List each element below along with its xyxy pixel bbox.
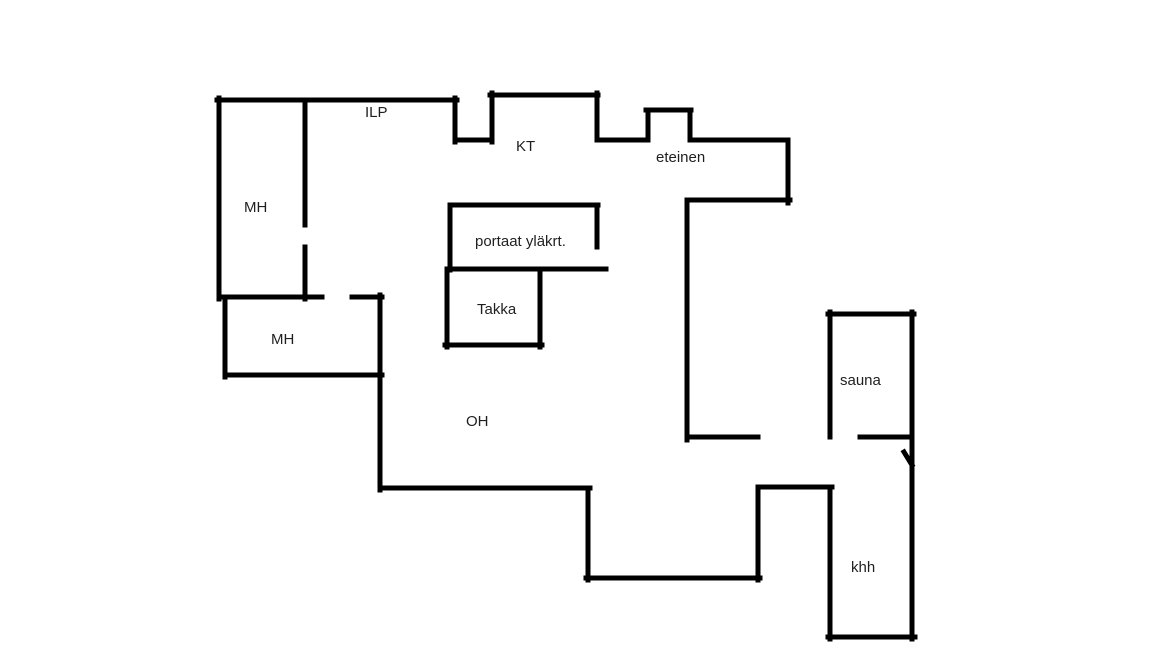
room-label-oh: OH [466,413,489,430]
room-label-mh-lower: MH [271,331,295,348]
room-label-ilp: ILP [365,104,388,121]
room-label-khh: khh [851,559,876,576]
room-label-eteinen: eteinen [656,149,706,166]
room-label-mh-upper: MH [244,199,268,216]
room-label-takka: Takka [477,301,517,318]
room-label-sauna: sauna [840,372,881,389]
room-label-kt: KT [516,138,536,155]
wall-segment [900,448,916,469]
room-label-portaat-ylakrt: portaat yläkrt. [475,233,566,250]
